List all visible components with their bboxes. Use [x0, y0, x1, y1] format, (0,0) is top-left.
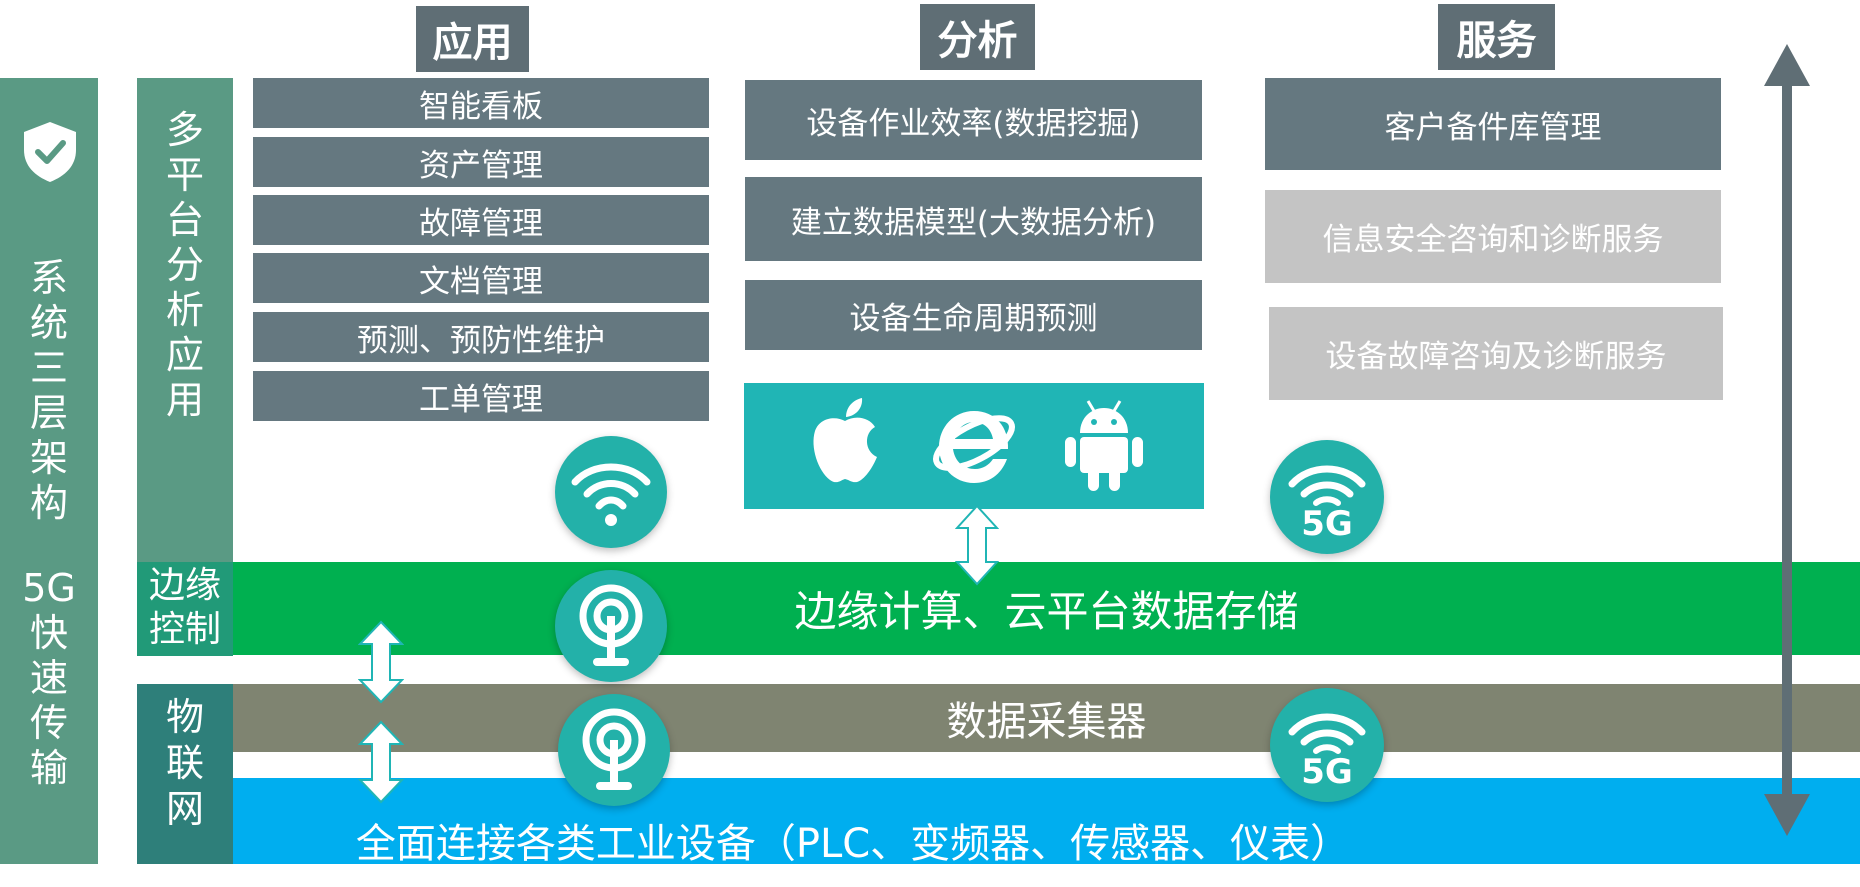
left-char: 三 [29, 346, 68, 390]
analysis-item: 设备生命周期预测 [745, 280, 1202, 350]
iot-label: 物 联 网 [137, 694, 233, 832]
5g-wifi-icon: 5G [1270, 440, 1384, 554]
left-column: 系 统 三 层 架 构 5G 快 速 传 输 [0, 78, 98, 864]
platform-title: 多 平 台 分 析 应 用 [137, 108, 233, 423]
double-arrow-icon [954, 504, 1000, 586]
internet-explorer-icon [929, 397, 1019, 489]
antenna-icon [558, 694, 670, 806]
platform-column: 多 平 台 分 析 应 用 [137, 78, 233, 562]
app-item: 资产管理 [253, 137, 709, 187]
devices-bar: 全面连接各类工业设备（PLC、变频器、传感器、仪表） [233, 778, 1860, 867]
double-arrow-icon [357, 720, 405, 804]
data-collector-bar: 数据采集器 [233, 684, 1860, 752]
left-column-title: 系 统 三 层 架 构 [0, 256, 98, 526]
5g-wifi-icon: 5G [1270, 688, 1384, 802]
edge-control-cell: 边缘 控制 [137, 562, 233, 656]
service-item-light: 信息安全咨询和诊断服务 [1265, 190, 1721, 283]
left-char: 速 [29, 656, 68, 700]
platform-char: 平 [165, 153, 204, 197]
platform-char: 多 [165, 108, 204, 152]
app-item: 文档管理 [253, 253, 709, 303]
iot-char: 联 [165, 741, 204, 785]
edge-computing-bar: 边缘计算、云平台数据存储 [233, 562, 1860, 655]
left-char: 系 [29, 256, 68, 300]
app-item: 智能看板 [253, 78, 709, 128]
devices-label: 全面连接各类工业设备（PLC、变频器、传感器、仪表） [355, 821, 1351, 867]
app-item: 故障管理 [253, 195, 709, 245]
header-app: 应用 [416, 6, 529, 72]
iot-cell: 物 联 网 [137, 684, 233, 864]
apple-icon [806, 397, 884, 487]
left-char: 快 [29, 611, 68, 655]
5g-label: 5G [1301, 752, 1353, 792]
iot-char: 网 [165, 787, 204, 831]
app-item: 预测、预防性维护 [253, 312, 709, 362]
edge-control-line: 边缘 [148, 565, 221, 606]
left-char: 架 [29, 436, 68, 480]
left-char: 构 [29, 481, 68, 525]
header-service: 服务 [1438, 4, 1555, 70]
left-char: 传 [29, 701, 68, 745]
left-char: 统 [29, 301, 68, 345]
platform-char: 分 [165, 243, 204, 287]
edge-control-line: 控制 [148, 609, 221, 650]
platform-char: 应 [165, 333, 204, 377]
left-column-5g: 5G 快 速 传 输 [0, 566, 98, 791]
left-char: 输 [29, 746, 68, 790]
wifi-icon [555, 436, 667, 548]
iot-char: 物 [165, 695, 204, 739]
app-item: 工单管理 [253, 371, 709, 421]
analysis-item: 建立数据模型(大数据分析) [745, 177, 1202, 261]
platform-char: 析 [165, 288, 204, 332]
android-icon [1062, 395, 1146, 493]
double-arrow-icon [1762, 44, 1812, 836]
left-char: 层 [29, 391, 68, 435]
header-analysis: 分析 [920, 4, 1035, 70]
platform-icons-box [744, 383, 1204, 509]
double-arrow-icon [357, 620, 405, 704]
edge-control-label: 边缘 控制 [137, 564, 233, 652]
service-item-dark: 客户备件库管理 [1265, 78, 1721, 170]
analysis-item: 设备作业效率(数据挖掘) [745, 80, 1202, 160]
antenna-icon [555, 570, 667, 682]
left-char: 5G [22, 566, 76, 610]
service-item-light: 设备故障咨询及诊断服务 [1269, 307, 1723, 400]
platform-char: 台 [165, 198, 204, 242]
shield-check-icon [22, 120, 78, 184]
5g-label: 5G [1301, 504, 1353, 544]
platform-char: 用 [165, 378, 204, 422]
